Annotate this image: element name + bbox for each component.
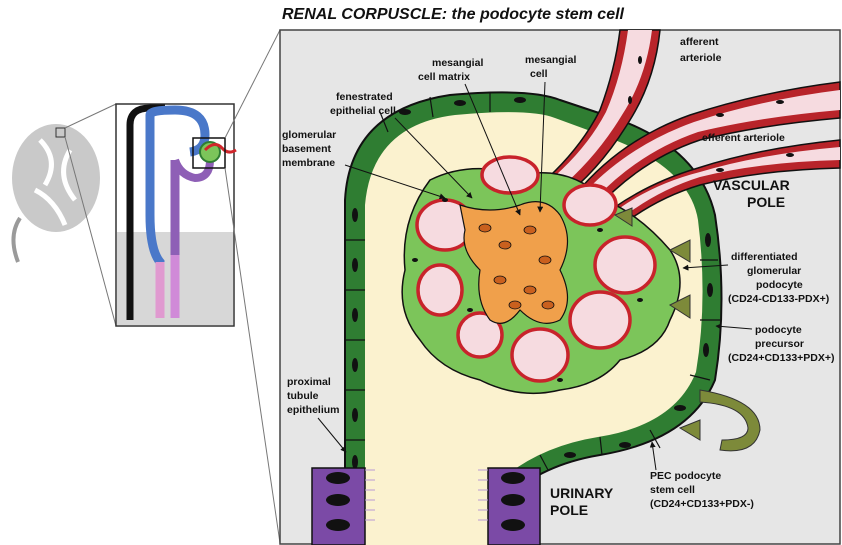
svg-text:membrane: membrane xyxy=(282,157,335,169)
svg-text:epithelial cell: epithelial cell xyxy=(330,105,396,117)
svg-text:podocyte: podocyte xyxy=(755,324,802,336)
svg-text:epithelium: epithelium xyxy=(287,404,340,416)
nephron-inset xyxy=(116,104,236,326)
svg-text:precursor: precursor xyxy=(755,338,804,350)
svg-text:tubule: tubule xyxy=(287,390,319,402)
svg-text:proximal: proximal xyxy=(287,376,331,388)
label-gbm: glomerular basement membrane xyxy=(282,129,336,169)
svg-text:stem cell: stem cell xyxy=(650,484,695,496)
svg-text:POLE: POLE xyxy=(550,502,588,518)
svg-text:POLE: POLE xyxy=(747,194,785,210)
svg-text:arteriole: arteriole xyxy=(680,52,722,64)
svg-text:mesangial: mesangial xyxy=(525,54,576,66)
svg-text:mesangial: mesangial xyxy=(432,57,483,69)
svg-text:PEC podocyte: PEC podocyte xyxy=(650,470,721,482)
svg-text:afferent: afferent xyxy=(680,36,719,48)
label-efferent: efferent arteriole xyxy=(702,132,785,144)
svg-text:differentiated: differentiated xyxy=(731,251,798,263)
svg-text:fenestrated: fenestrated xyxy=(336,91,393,103)
diagram-title: RENAL CORPUSCLE: the podocyte stem cell xyxy=(282,6,625,23)
svg-text:cell matrix: cell matrix xyxy=(418,71,470,83)
svg-text:(CD24+CD133+PDX-): (CD24+CD133+PDX-) xyxy=(650,498,754,510)
svg-text:(CD24+CD133+PDX+): (CD24+CD133+PDX+) xyxy=(728,352,835,364)
svg-text:glomerular: glomerular xyxy=(282,129,336,141)
svg-text:glomerular: glomerular xyxy=(747,265,801,277)
svg-text:VASCULAR: VASCULAR xyxy=(713,177,790,193)
svg-text:(CD24-CD133-PDX+): (CD24-CD133-PDX+) xyxy=(728,293,829,305)
svg-text:URINARY: URINARY xyxy=(550,485,614,501)
kidney-icon xyxy=(12,124,100,262)
svg-text:podocyte: podocyte xyxy=(756,279,803,291)
svg-text:basement: basement xyxy=(282,143,332,155)
svg-text:cell: cell xyxy=(530,68,548,80)
